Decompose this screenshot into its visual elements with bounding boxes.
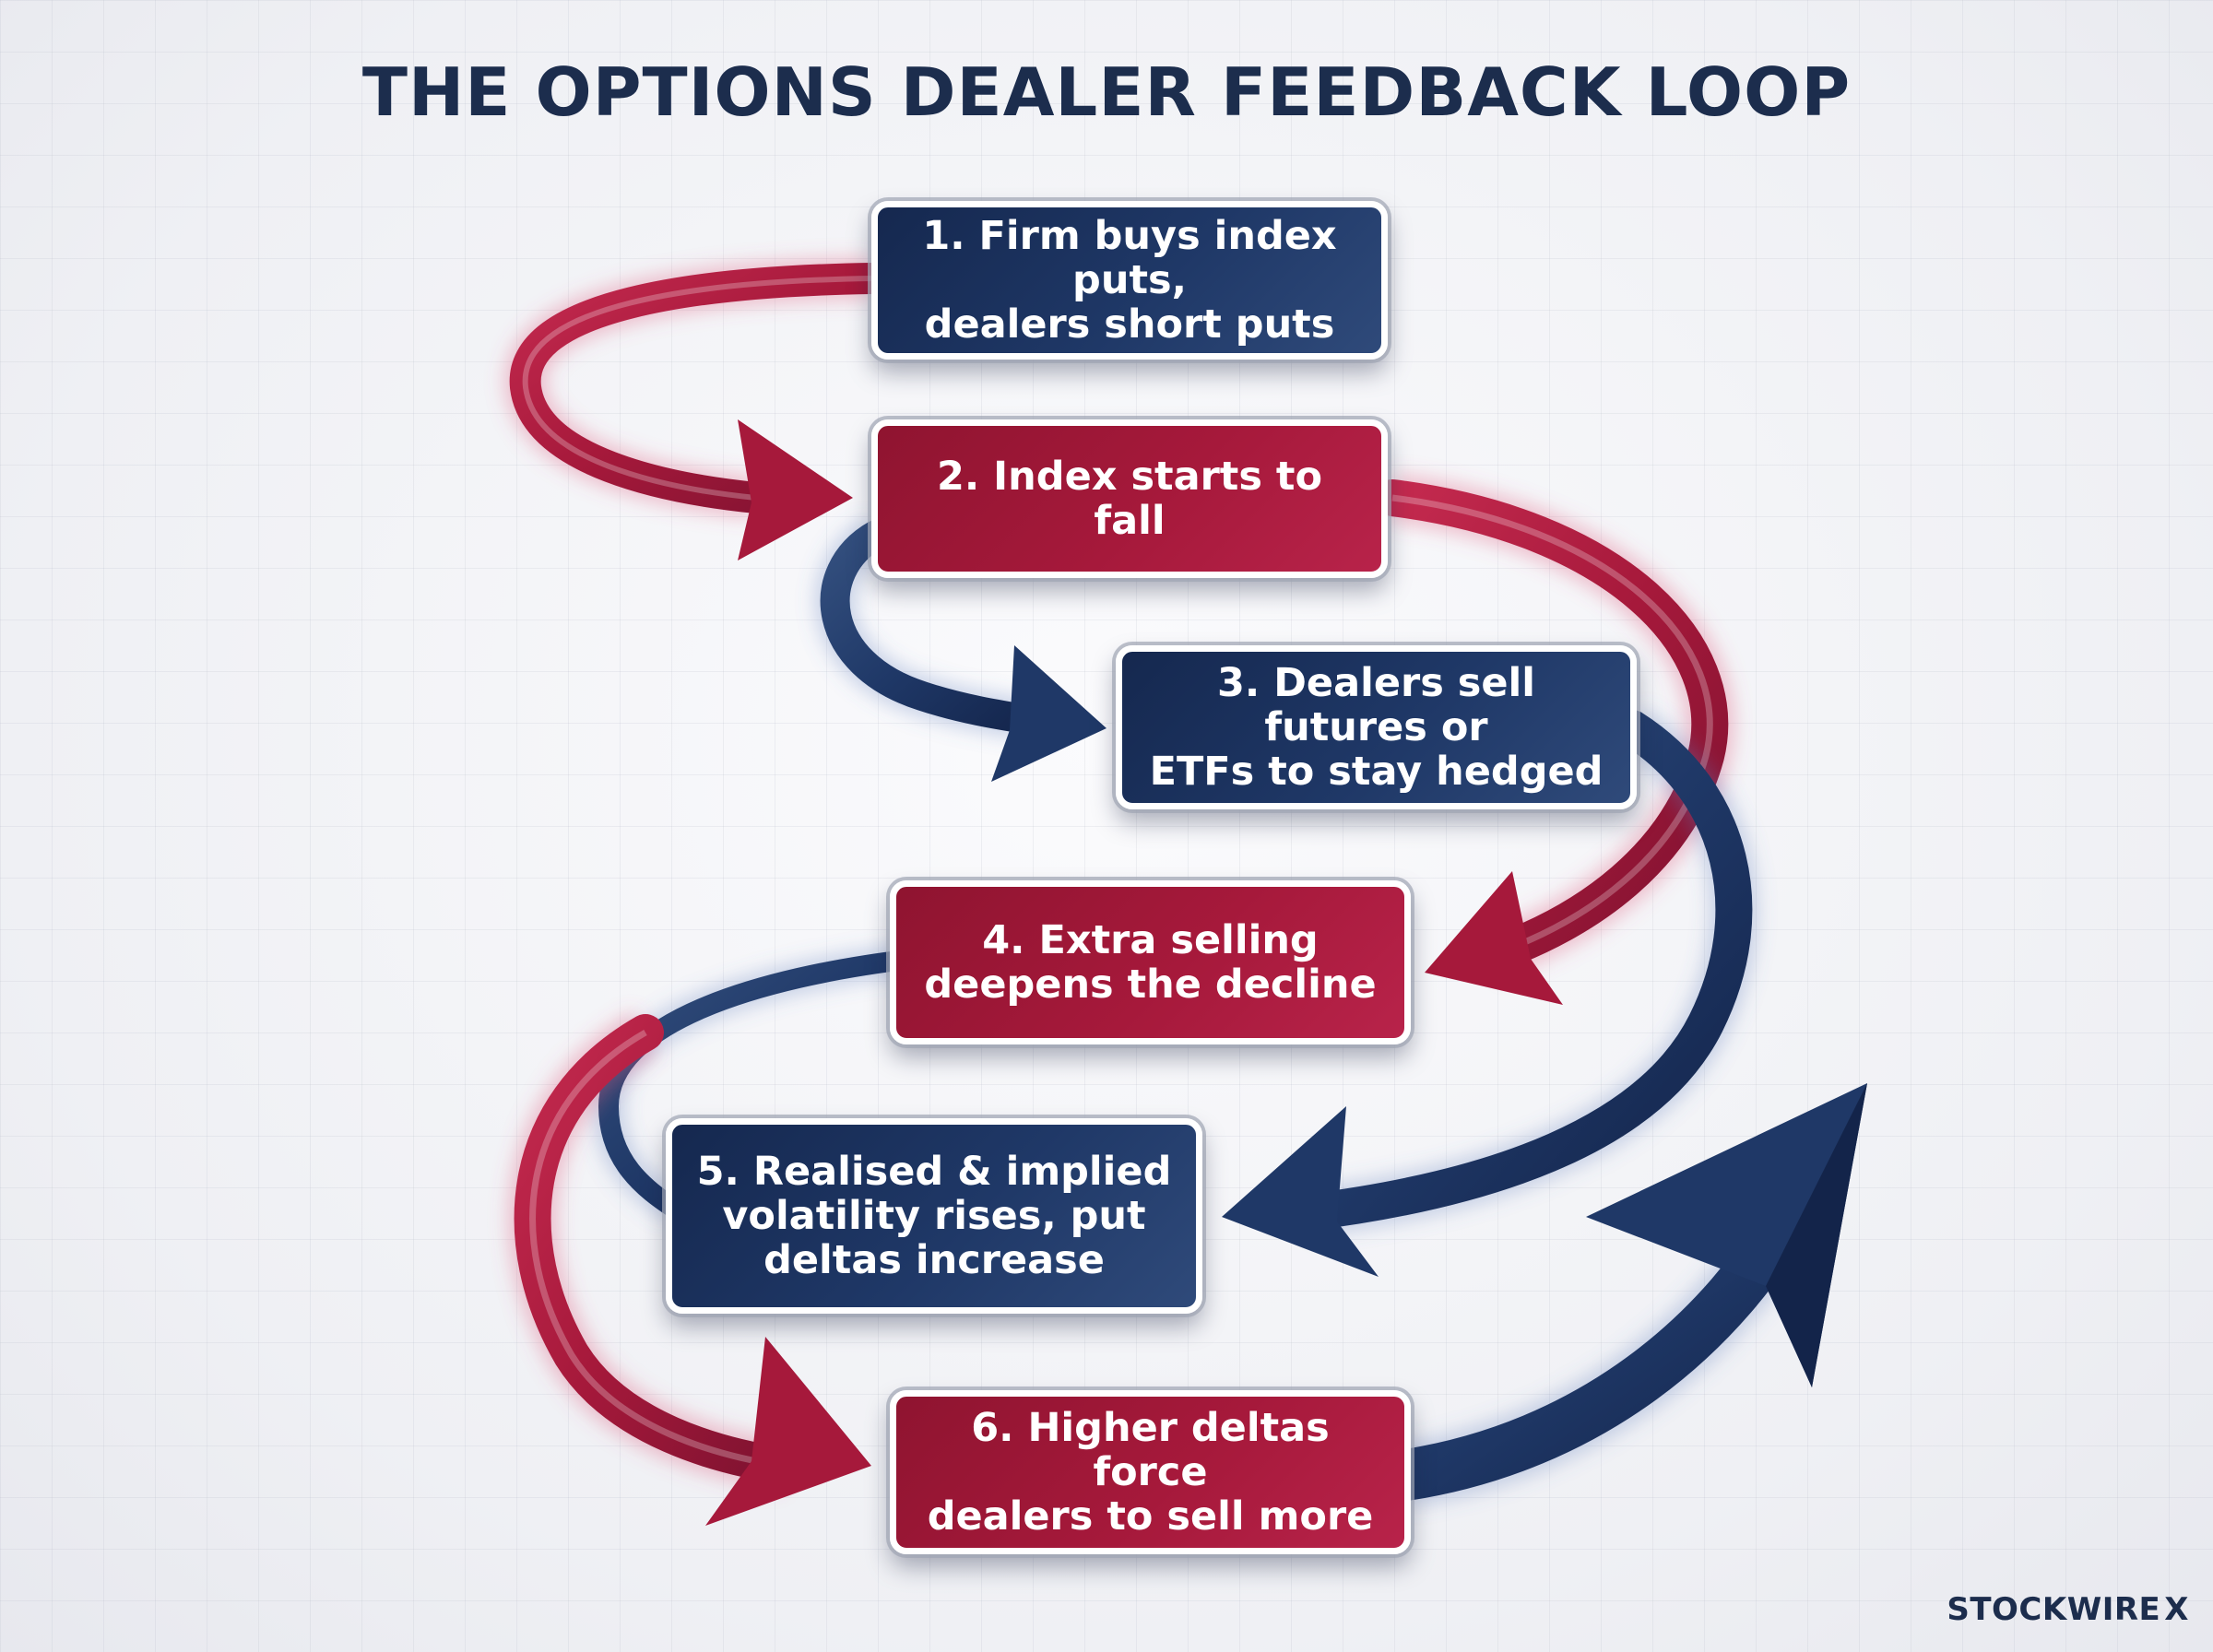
step-1-text: 1. Firm buys index puts, dealers short p… [898, 214, 1361, 347]
step-6-text: 6. Higher deltas force dealers to sell m… [917, 1406, 1384, 1539]
step-6-line-2: dealers to sell more [927, 1493, 1374, 1540]
brand-name: STOCKWIRE [1947, 1591, 2161, 1628]
step-3-line-2: ETFs to stay hedged [1149, 749, 1604, 795]
step-2-box: 2. Index starts to fall [871, 419, 1388, 578]
step-4-line-2: deepens the decline [924, 962, 1377, 1008]
arrow-6-loop-up [1380, 1083, 1867, 1507]
brand-mark: X [2164, 1591, 2189, 1628]
step-1-box: 1. Firm buys index puts, dealers short p… [871, 201, 1388, 360]
arrow-2-to-3 [814, 516, 1106, 782]
step-3-box: 3. Dealers sell futures or ETFs to stay … [1116, 645, 1637, 809]
step-5-line-1: 5. Realised & implied [696, 1149, 1172, 1195]
step-5-text: 5. Realised & implied volatility rises, … [697, 1150, 1172, 1282]
step-1-line-1: 1. Firm buys index puts, [922, 213, 1337, 303]
step-2-line-1: 2. Index starts to fall [936, 454, 1323, 544]
arrow-1-to-2 [503, 257, 887, 560]
step-4-box: 4. Extra selling deepens the decline [890, 880, 1411, 1044]
step-3-line-1: 3. Dealers sell futures or [1216, 660, 1535, 750]
step-1-line-2: dealers short puts [924, 301, 1335, 348]
step-3-text: 3. Dealers sell futures or ETFs to stay … [1142, 661, 1610, 794]
step-6-box: 6. Higher deltas force dealers to sell m… [890, 1390, 1411, 1554]
arrow-3-to-5 [1222, 708, 1758, 1277]
arrow-2-to-4 [1374, 473, 1735, 1005]
arrow-4-to-6 [507, 1010, 871, 1526]
step-2-text: 2. Index starts to fall [898, 454, 1361, 543]
step-4-text: 4. Extra selling deepens the decline [924, 918, 1376, 1007]
step-5-box: 5. Realised & implied volatility rises, … [666, 1118, 1202, 1314]
page-title: THE OPTIONS DEALER FEEDBACK LOOP [361, 53, 1852, 131]
step-5-line-2: volatility rises, put [722, 1193, 1146, 1239]
step-6-line-1: 6. Higher deltas force [971, 1405, 1330, 1495]
step-4-line-1: 4. Extra selling [982, 917, 1319, 963]
step-5-line-3: deltas increase [763, 1237, 1105, 1283]
